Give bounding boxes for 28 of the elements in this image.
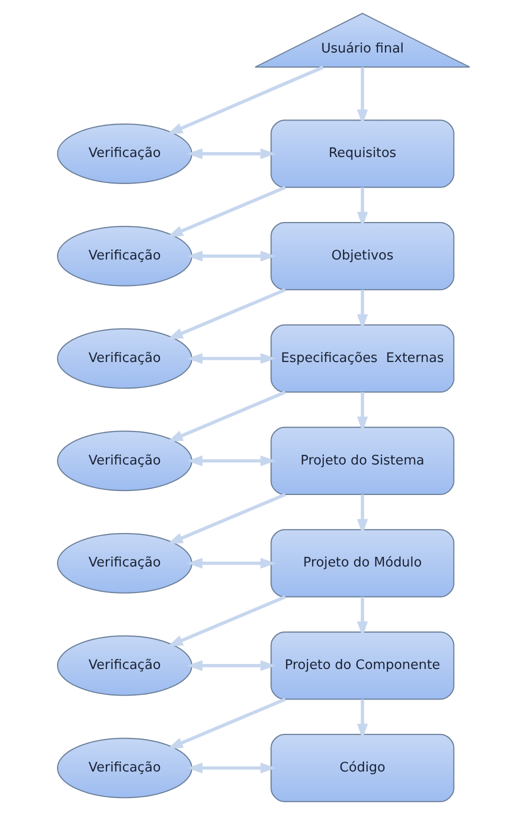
node-box: Projeto do Módulo [270, 528, 454, 597]
node-box: Requisitos [270, 119, 454, 188]
arrow [186, 352, 276, 364]
arrow [166, 492, 286, 544]
arrow [186, 557, 276, 568]
arrow [356, 596, 368, 636]
arrow [186, 148, 276, 159]
arrow [356, 494, 368, 534]
arrow [186, 762, 276, 773]
arrow [186, 454, 276, 466]
arrow [166, 697, 286, 748]
arrow [356, 392, 368, 432]
arrow [166, 594, 286, 646]
arrow [186, 660, 276, 671]
arrow [356, 66, 368, 124]
arrow [186, 250, 276, 262]
arrow [356, 698, 368, 739]
node-box: Código [270, 733, 454, 802]
arrow [356, 186, 368, 227]
node-box: Projeto do Componente [270, 631, 454, 700]
arrow [166, 65, 324, 134]
arrow [166, 288, 286, 339]
arrow [356, 289, 368, 330]
arrow [166, 390, 286, 442]
node-box: Objetivos [270, 222, 454, 290]
arrow [166, 185, 286, 236]
node-box: Especificações Externas [270, 324, 454, 392]
node-box: Projeto do Sistema [270, 426, 454, 495]
